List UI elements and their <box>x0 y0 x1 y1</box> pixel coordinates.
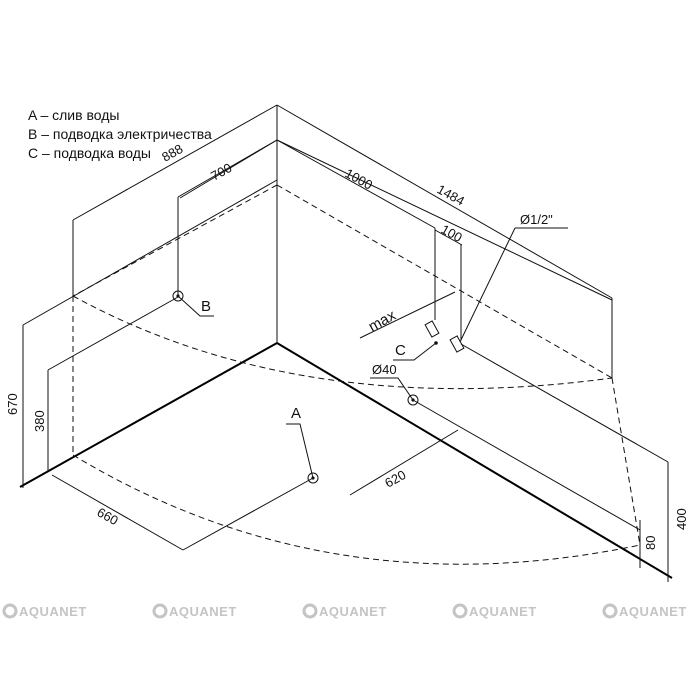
dim-670-label: 670 <box>5 393 20 415</box>
pipe-diameter-label: Ø1/2" <box>520 212 553 227</box>
aquanet-logo-icon <box>302 603 318 619</box>
dim-620-label: 620 <box>382 467 408 491</box>
aquanet-logo-icon <box>602 603 618 619</box>
right-wall-floor-line <box>276 342 673 579</box>
dim-620-ext-line <box>412 399 641 531</box>
watermark-text-1: AQUANET <box>19 604 87 619</box>
right-wall-top-edge <box>276 139 613 301</box>
bath-rim-arc <box>72 295 613 390</box>
legend-item-b: B – подводка электричества <box>28 126 212 142</box>
dim-660-line <box>51 474 184 551</box>
dim-888-label: 888 <box>159 141 185 165</box>
dim-700-line <box>177 139 278 198</box>
dim-100-label: 100 <box>439 222 465 246</box>
dim-670-top-ext <box>22 179 278 326</box>
dim-700-label: 700 <box>208 160 234 184</box>
bath-right-front-edge <box>611 377 641 546</box>
point-a-label: A <box>291 405 301 422</box>
electric-socket-icon <box>172 290 184 302</box>
watermark-1: AQUANET <box>2 603 87 619</box>
watermark-4: AQUANET <box>452 603 537 619</box>
watermark-5: AQUANET <box>602 603 687 619</box>
watermark-row: AQUANET AQUANET AQUANET AQUANET AQUANET <box>2 603 687 619</box>
watermark-text-2: AQUANET <box>169 604 237 619</box>
dim-max-label: max <box>366 307 399 336</box>
dim-660-ext <box>182 477 314 551</box>
point-b-label: B <box>201 298 211 315</box>
water-valve-left-icon <box>424 320 440 338</box>
legend-item-a: A – слив воды <box>28 107 120 123</box>
dim-max-line <box>359 291 456 339</box>
dim-400-label: 400 <box>674 508 689 530</box>
watermark-3: AQUANET <box>302 603 387 619</box>
bath-base-arc <box>72 454 641 565</box>
drain-dia-leader <box>370 377 414 401</box>
left-wall-floor-line <box>19 342 278 488</box>
point-b-leader <box>177 295 214 317</box>
overflow-drain-icon <box>407 394 419 406</box>
aquanet-logo-icon <box>452 603 468 619</box>
dim-380-label: 380 <box>32 410 47 432</box>
drain-outlet-icon <box>307 472 319 484</box>
point-c-label: C <box>395 342 406 359</box>
pipe-leader-diagonal <box>459 227 516 343</box>
watermark-text-5: AQUANET <box>619 604 687 619</box>
dim-1000-label: 1000 <box>343 166 376 193</box>
dim-380-top-ext <box>47 296 179 371</box>
aquanet-logo-icon <box>2 603 18 619</box>
dimension-lines: 888 700 1000 1484 100 Ø1/2" max <box>5 104 689 582</box>
dim-400-top-ext <box>460 343 669 463</box>
watermark-text-4: AQUANET <box>469 604 537 619</box>
watermark-text-3: AQUANET <box>319 604 387 619</box>
dim-100-line <box>434 229 463 246</box>
point-c-leader <box>393 342 437 361</box>
aquanet-logo-icon <box>152 603 168 619</box>
legend-item-c: C – подводка воды <box>28 145 151 161</box>
point-a-leader <box>286 423 314 479</box>
watermark-2: AQUANET <box>152 603 237 619</box>
dim-1484-line <box>276 104 613 299</box>
bath-right-rim-edge <box>276 184 613 379</box>
drain-diameter-label: Ø40 <box>372 362 397 377</box>
dim-80-label: 80 <box>643 536 658 550</box>
walls <box>19 105 673 579</box>
legend: A – слив воды B – подводка электричества… <box>28 106 212 163</box>
dim-1000-line <box>276 139 436 229</box>
dim-888-line <box>72 104 278 221</box>
water-valve-right-icon <box>449 335 465 353</box>
dim-660-label: 660 <box>95 505 121 529</box>
connection-points: B C Ø40 A <box>172 290 465 484</box>
dim-620-line <box>349 429 459 496</box>
